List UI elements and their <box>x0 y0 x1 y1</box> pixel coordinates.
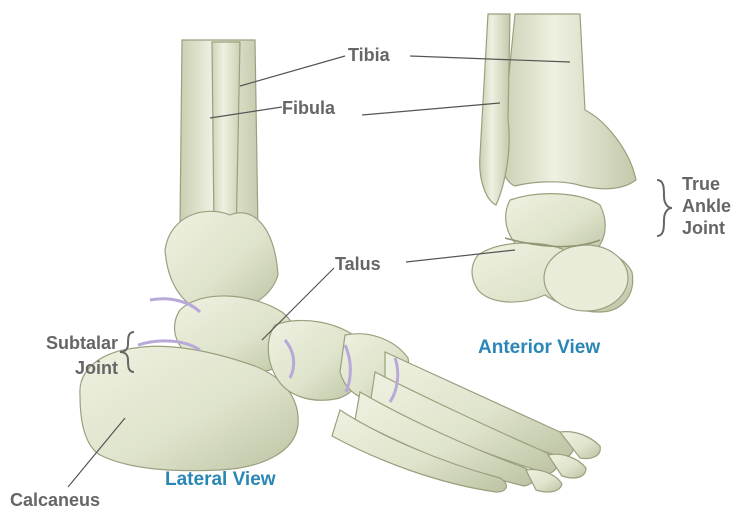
fibula-label: Fibula <box>282 98 335 118</box>
lateral-view-title: Lateral View <box>165 469 276 491</box>
true-ankle-brace <box>657 180 672 236</box>
subtalar-label-line2: Joint <box>14 358 118 378</box>
true-ankle-joint-label: True Ankle Joint <box>682 174 731 238</box>
subtalar-joint-label: Subtalar Joint <box>14 333 118 378</box>
anterior-tibia-bone <box>500 14 636 189</box>
true-label-line2: Ankle <box>682 196 731 216</box>
true-label-line3: Joint <box>682 218 731 238</box>
talus-label: Talus <box>335 254 381 274</box>
anterior-view-title: Anterior View <box>478 337 600 359</box>
calcaneus-label: Calcaneus <box>10 490 100 510</box>
true-label-line1: True <box>682 174 731 194</box>
anterior-fibula-bone <box>480 14 510 205</box>
fibula-leader-anterior <box>362 103 500 115</box>
tibia-label: Tibia <box>348 45 390 65</box>
subtalar-label-line1: Subtalar <box>14 333 118 353</box>
